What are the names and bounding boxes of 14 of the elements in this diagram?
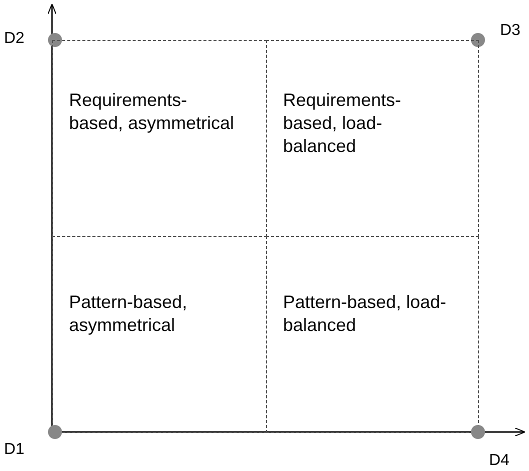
point-marker — [48, 425, 62, 439]
quadrant-label: Requirements-based, load-balanced — [283, 89, 402, 158]
quadrant-label: Pattern-based, load-balanced — [283, 291, 448, 337]
point-marker — [471, 33, 485, 47]
quadrant-label: Pattern-based, asymmetrical — [69, 291, 188, 337]
point-label: D4 — [489, 452, 510, 470]
quadrant-box — [52, 40, 267, 237]
point-marker — [48, 33, 62, 47]
quadrant-box — [266, 40, 479, 237]
point-label: D3 — [500, 22, 520, 40]
point-marker — [471, 425, 485, 439]
point-label: D1 — [4, 441, 24, 459]
point-label: D2 — [4, 30, 24, 48]
quadrant-label: Requirements-based, asymmetrical — [69, 89, 236, 135]
